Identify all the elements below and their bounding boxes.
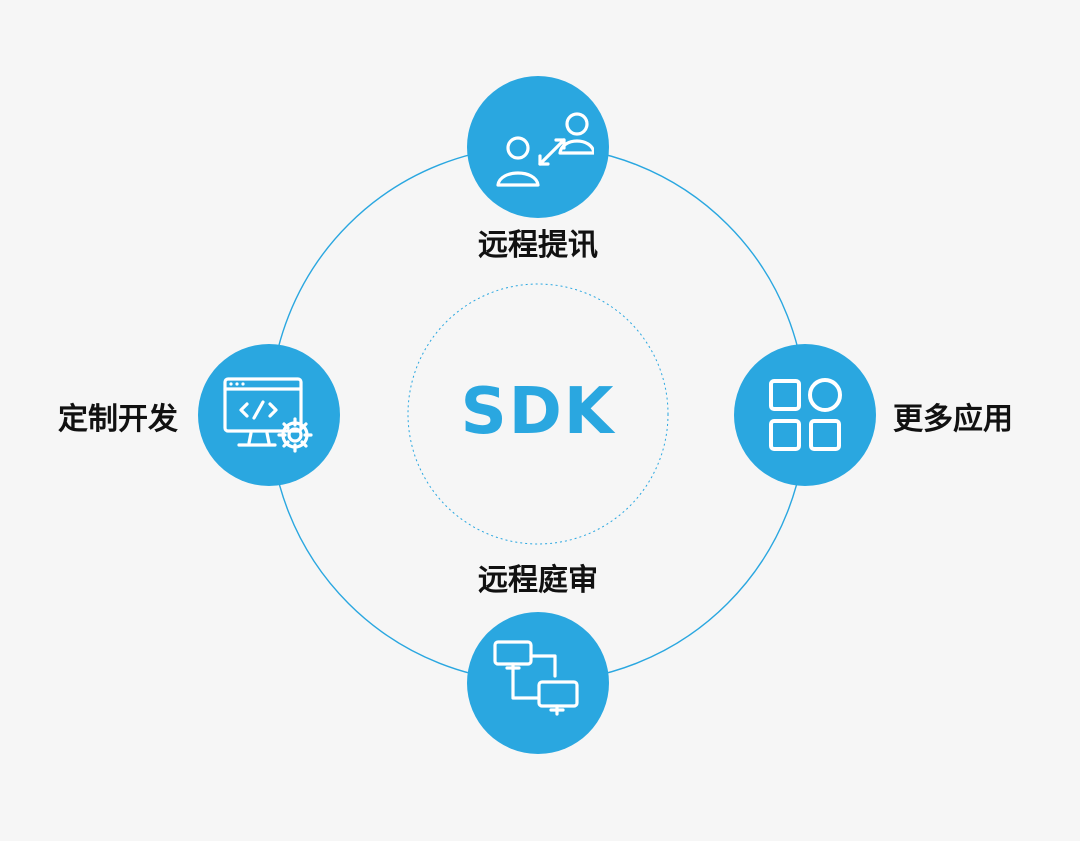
custom-development-label: 定制开发 <box>58 402 178 437</box>
custom-development-icon <box>223 377 313 453</box>
remote-court-icon <box>493 640 579 716</box>
remote-communication-label: 远程提讯 <box>478 228 598 263</box>
more-apps-icon <box>769 378 842 451</box>
remote-communication-node[interactable] <box>467 76 609 218</box>
sdk-title: SDK <box>460 375 616 449</box>
remote-communication-icon <box>496 112 594 187</box>
custom-development-node[interactable] <box>198 344 340 486</box>
remote-court-node[interactable] <box>467 612 609 754</box>
more-apps-label: 更多应用 <box>893 402 1013 437</box>
more-apps-node[interactable] <box>734 344 876 486</box>
inner-dotted-ring <box>407 283 669 545</box>
remote-court-label: 远程庭审 <box>478 563 598 598</box>
